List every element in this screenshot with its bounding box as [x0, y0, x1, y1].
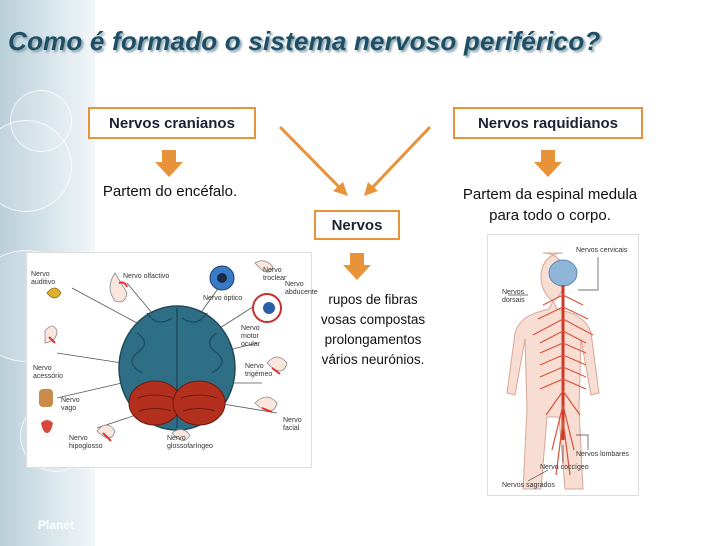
nerves-description-line: vosas compostas [298, 310, 448, 330]
label-nervo-vago: Nervo vago [61, 397, 83, 413]
label-nervo-auditivo: Nervo auditivo [31, 271, 75, 287]
label-nervo-optico: Nervo óptico [203, 295, 243, 303]
down-arrow-icon [533, 150, 563, 178]
down-arrow-icon [154, 150, 184, 178]
label-nervos-dorsais: Nervos dorsais [502, 289, 542, 305]
arrow-right-diagonal [370, 127, 430, 190]
nerves-description-line: vários neurónios. [298, 350, 448, 370]
spinal-description-line2: para todo o corpo. [430, 205, 670, 226]
label-nervo-hipoglosso: Nervo hipoglosso [69, 435, 101, 451]
nerves-description-line: prolongamentos [298, 330, 448, 350]
label-nervos-sagrados: Nervos sagrados [502, 482, 562, 490]
down-arrow-icon [342, 253, 372, 281]
arrow-left-diagonal [280, 127, 342, 190]
label-nervo-glossofaringeo: Nervo glossofaríngeo [167, 435, 211, 451]
spinal-description-line1: Partem da espinal medula [430, 184, 670, 205]
label-nervo-coccigeo: Nervo coccígeo [540, 464, 600, 472]
cranial-nerves-illustration: Nervo auditivo Nervo olfactivo Nervo tro… [26, 252, 312, 468]
spinal-nerves-illustration: Nervos cervicais Nervos dorsais Nervos l… [487, 234, 639, 496]
cranial-description: Partem do encéfalo. [80, 181, 260, 202]
label-nervos-cervicais: Nervos cervicais [576, 247, 636, 255]
label-nervo-abducente: Nervo abducente [285, 281, 315, 297]
label-nervo-facial: Nervo facial [283, 417, 309, 433]
footer-text: Planet [38, 518, 74, 532]
nerves-description-line: rupos de fibras [298, 290, 448, 310]
label-nervo-acessorio: Nervo acessório [33, 365, 73, 381]
label-nervo-olfactivo: Nervo olfactivo [123, 273, 171, 281]
label-nervo-motor-ocular: Nervo motor ocular [241, 325, 277, 349]
nerves-description: rupos de fibras vosas compostas prolonga… [298, 290, 448, 370]
label-nervos-lombares: Nervos lombares [576, 451, 636, 459]
label-nervo-trigemeo: Nervo trigémeo [245, 363, 273, 379]
